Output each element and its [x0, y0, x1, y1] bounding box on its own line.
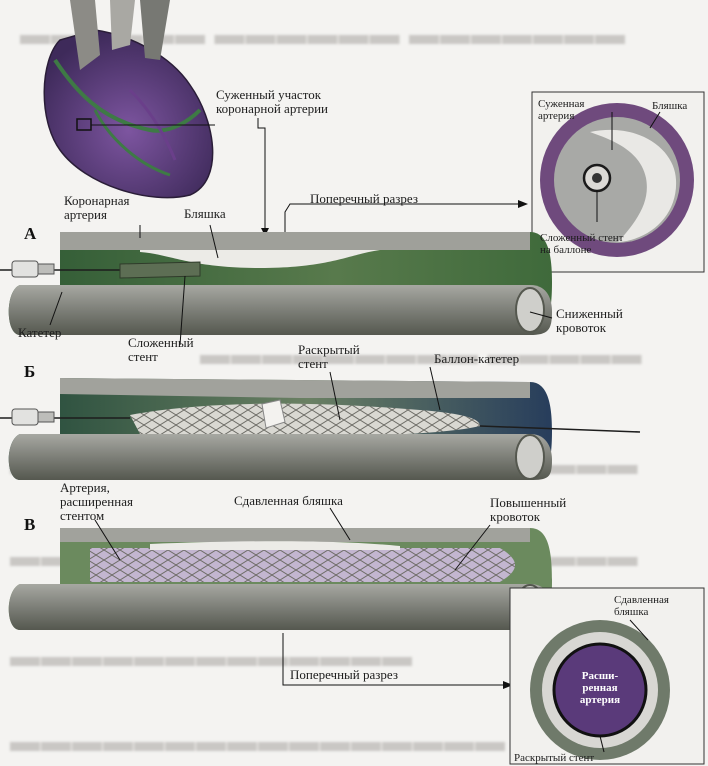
label-coronary-artery: Коронарная артерия	[64, 194, 129, 222]
heart-illustration	[44, 0, 215, 198]
label-artery-widened: Артерия, расширенная стентом	[60, 481, 133, 523]
panel-letter-a: А	[24, 224, 36, 244]
label-folded-stent: Сложенный стент	[128, 336, 194, 364]
label-catheter: Катетер	[18, 326, 61, 340]
label-compressed-plaque: Сдавленная бляшка	[234, 494, 343, 508]
inset-bottom-label-opened-stent: Раскрытый стент	[514, 752, 594, 764]
inset-top-label-narrowed-artery: Суженная артерия	[538, 98, 584, 122]
panel-letter-v: В	[24, 515, 35, 535]
panel-letter-b: Б	[24, 362, 35, 382]
artery-a	[0, 232, 552, 335]
label-opened-stent: Раскрытый стент	[298, 343, 360, 371]
label-balloon-catheter: Баллон-катетер	[434, 352, 519, 366]
label-increased-flow: Повышенный кровоток	[490, 496, 566, 524]
artery-b	[0, 378, 640, 480]
inset-bottom-label-widened-artery: Расши- ренная артерия	[572, 670, 628, 706]
inset-top-label-folded-stent: Сложенный стент на баллоне	[540, 232, 623, 256]
label-narrowed-segment: Суженный участок коронарной артерии	[216, 88, 328, 116]
inset-top-label-plaque: Бляшка	[652, 100, 687, 112]
label-cross-section-bottom: Поперечный разрез	[290, 668, 398, 682]
label-reduced-flow: Сниженный кровоток	[556, 307, 623, 335]
artery-v	[9, 528, 552, 630]
label-plaque: Бляшка	[184, 207, 226, 221]
inset-bottom-label-compressed-plaque: Сдавленная бляшка	[614, 594, 669, 618]
label-cross-section-top: Поперечный разрез	[310, 192, 418, 206]
